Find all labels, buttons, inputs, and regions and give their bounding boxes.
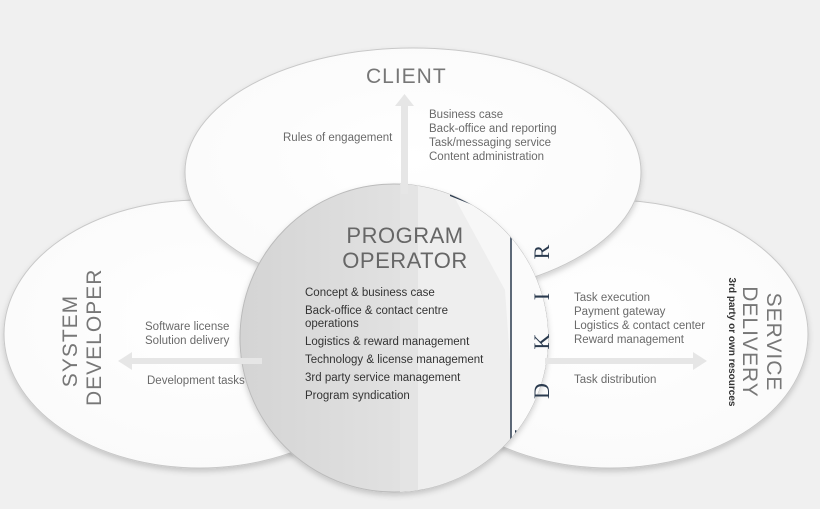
system-developer-items: Software license Solution delivery xyxy=(145,320,229,348)
service-delivery-item: Payment gateway xyxy=(574,306,666,318)
program-operator-title-line2: OPERATOR xyxy=(342,248,468,273)
program-operator-item: Technology & license management xyxy=(305,354,484,366)
service-delivery-title-line2: DELIVERY xyxy=(738,286,761,398)
client-title: CLIENT xyxy=(366,65,447,88)
arrow-up xyxy=(395,94,414,194)
client-rules-label: Rules of engagement xyxy=(283,132,393,144)
client-items: Business case Back-office and reporting … xyxy=(429,108,557,164)
system-developer-item: Solution delivery xyxy=(145,335,230,347)
task-distribution-label: Task distribution xyxy=(574,374,657,386)
arrow-right xyxy=(545,352,707,370)
arrow-left xyxy=(118,352,262,370)
program-operator-items: Concept & business case Back-office & co… xyxy=(305,287,505,408)
program-operator-item: Logistics & reward management xyxy=(305,336,470,348)
service-delivery-title: SERVICE DELIVERY 3rd party or own resour… xyxy=(723,267,785,417)
system-developer-item: Software license xyxy=(145,321,230,333)
system-developer-title: SYSTEM DEVELOPER xyxy=(59,268,109,406)
system-developer-title-line2: DEVELOPER xyxy=(83,268,106,406)
program-operator-item: Back-office & contact centre operations xyxy=(305,305,448,330)
service-delivery-subtitle: 3rd party or own resources xyxy=(726,277,737,407)
client-item: Task/messaging service xyxy=(429,137,552,149)
program-operator-item: 3rd party service management xyxy=(305,372,461,384)
client-item: Back-office and reporting xyxy=(429,123,557,135)
banner-letters: D K I R xyxy=(529,230,554,399)
program-operator-item: Concept & business case xyxy=(305,287,435,299)
service-delivery-item: Reward management xyxy=(574,334,684,346)
service-delivery-item: Task execution xyxy=(574,292,651,304)
program-operator-title-line1: PROGRAM xyxy=(346,223,464,248)
development-tasks-label: Development tasks xyxy=(147,375,245,387)
service-delivery-item: Logistics & contact center xyxy=(574,320,706,332)
client-item: Content administration xyxy=(429,151,545,163)
program-operator-title: PROGRAM OPERATOR xyxy=(330,223,480,273)
program-operator-item: Program syndication xyxy=(305,390,410,402)
client-item: Business case xyxy=(429,109,504,121)
service-delivery-items: Task execution Payment gateway Logistics… xyxy=(574,291,705,347)
service-delivery-title-line1: SERVICE xyxy=(762,292,785,392)
system-developer-title-line1: SYSTEM xyxy=(59,294,82,388)
